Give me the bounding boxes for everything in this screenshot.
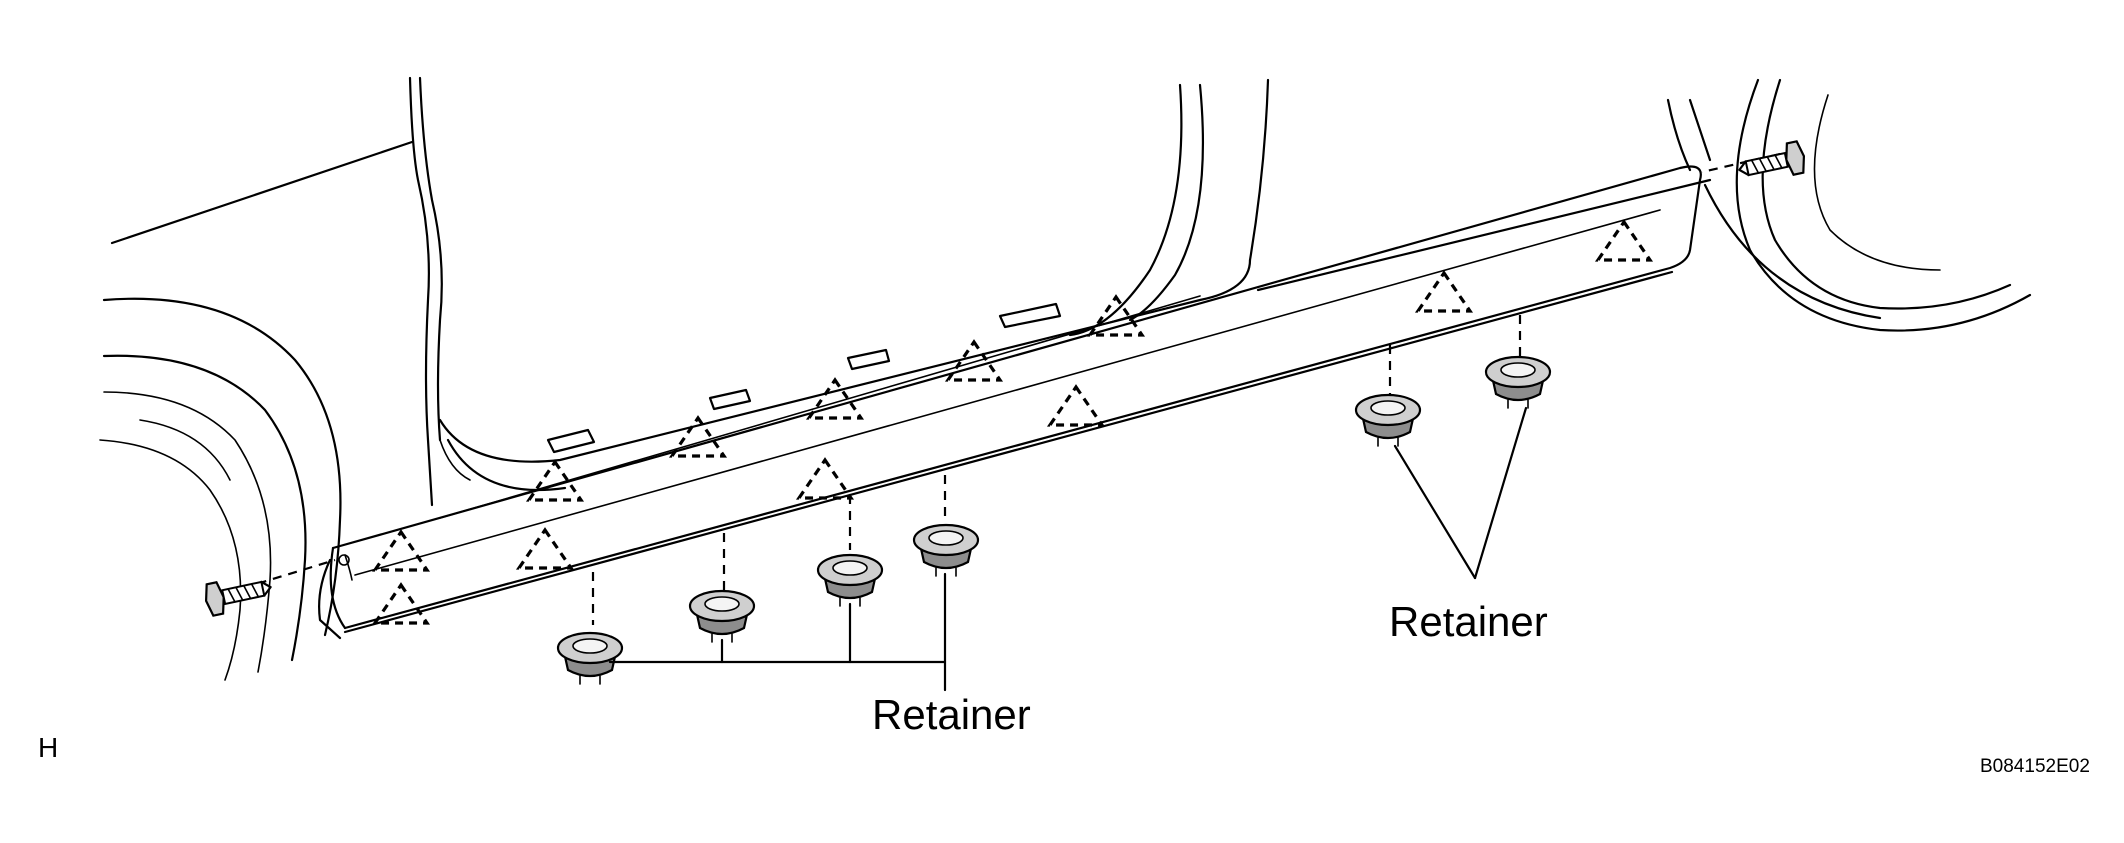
front-screw (204, 580, 272, 617)
retainer-group-2 (1354, 355, 1552, 580)
clip-position-triangle-icon (1594, 219, 1654, 262)
retainer-clip-icon (912, 523, 980, 577)
retainer-clip-icon (1354, 393, 1422, 447)
clip-position-triangle-icon (805, 377, 865, 420)
insertion-lines (226, 152, 1781, 625)
clip-position-triangle-icon (944, 339, 1004, 382)
clip-position-triangle-icon (668, 415, 728, 458)
clip-position-triangle-icon (1046, 384, 1106, 427)
clip-position-triangle-icon (795, 457, 855, 500)
rocker-panel (318, 165, 1702, 640)
clip-position-triangle-icon (525, 459, 585, 502)
screw-icon (204, 580, 272, 617)
retainer-label: Retainer (872, 691, 1031, 738)
retainer-label: Retainer (1389, 598, 1548, 645)
retainer-clip-icon (556, 631, 624, 685)
view-letter-label: H (38, 732, 59, 763)
clip-position-triangle-icon (371, 582, 431, 625)
clip-position-markers (371, 219, 1654, 625)
figure-code-label: B084152E02 (1980, 756, 2090, 777)
rear-screw (1738, 140, 1806, 177)
clip-position-triangle-icon (1414, 270, 1474, 313)
retainer-clip-icon (816, 553, 884, 607)
retainer-clip-icon (688, 589, 756, 643)
clip-position-triangle-icon (1086, 294, 1146, 337)
retainer-clip-icon (1484, 355, 1552, 409)
screw-icon (1738, 140, 1806, 177)
retainer-group-1 (556, 523, 980, 692)
clip-position-triangle-icon (515, 527, 575, 570)
clip-position-triangle-icon (371, 529, 431, 572)
